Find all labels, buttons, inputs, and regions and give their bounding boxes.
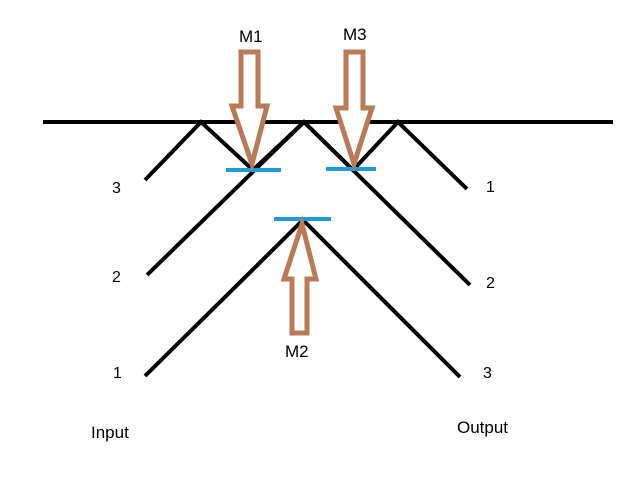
actuator-arrows <box>228 49 376 336</box>
output-port-label-3: 3 <box>483 365 492 382</box>
output-port-label-2: 2 <box>486 275 495 292</box>
mirror-m3-arrow-icon <box>332 49 376 173</box>
output-port-label-1: 1 <box>486 179 495 196</box>
beam-path-3 <box>143 119 469 191</box>
input-title: Input <box>91 423 129 442</box>
input-port-label-1: 1 <box>113 365 122 382</box>
mirror-m1-arrow-icon <box>228 49 271 173</box>
input-port-label-2: 2 <box>112 269 121 286</box>
input-port-label-3: 3 <box>112 180 121 197</box>
mirror-m3-label: M3 <box>343 25 367 44</box>
mirror-m2-arrow-icon <box>280 215 320 336</box>
output-title: Output <box>457 418 508 437</box>
mirror-m2-label: M2 <box>285 342 309 361</box>
mirror-m1-label: M1 <box>239 27 263 46</box>
